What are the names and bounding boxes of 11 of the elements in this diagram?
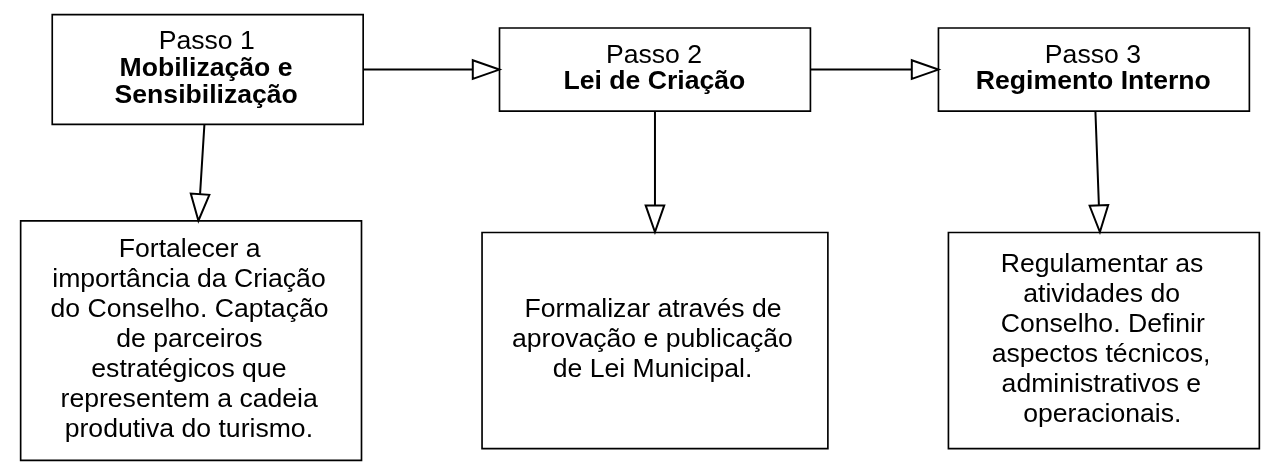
arrow — [361, 58, 502, 81]
arrow — [643, 110, 666, 236]
node-box: Passo 2 Lei de Criação — [498, 27, 811, 112]
node-box: Fortalecer a importância da Criação do Conselho. Captação de parceiros estratégicos que representem a cadeia produtiva do turismo. — [19, 220, 362, 462]
arrow — [809, 58, 941, 81]
arrow — [188, 123, 211, 224]
arrow — [1087, 110, 1110, 236]
node-box: Passo 1 Mobilização e Sensibilização — [50, 13, 364, 126]
node-box: Regulamentar as atividades do Conselho. Definir aspectos técnicos, administrativos e operacionais. — [947, 231, 1260, 450]
node-box: Passo 3 Regimento Interno — [937, 27, 1250, 112]
node-box: Formalizar através de aprovação e publicação de Lei Municipal. — [480, 231, 829, 450]
